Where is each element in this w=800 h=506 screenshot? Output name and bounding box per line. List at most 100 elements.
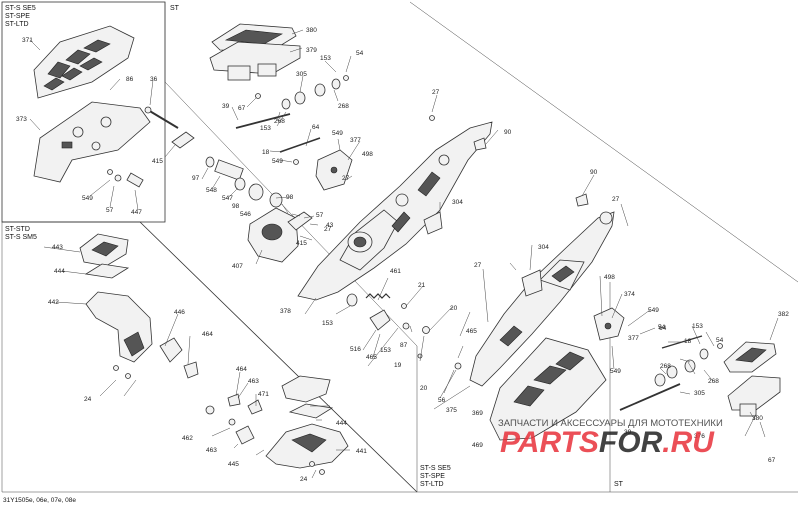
callout-549e: 549 — [610, 368, 621, 375]
callout-498: 498 — [362, 151, 373, 158]
callout-464: 464 — [202, 331, 213, 338]
callout-374: 374 — [624, 291, 635, 298]
callout-57b: 57 — [316, 212, 324, 219]
section-label-top-center: ST — [170, 5, 180, 12]
callout-27b: 27 — [342, 175, 350, 182]
callout-39: 39 — [222, 103, 230, 110]
callout-444b: 444 — [336, 420, 347, 427]
section-label-top-left-3: ST-LTD — [5, 21, 29, 28]
footpeg-442 — [85, 291, 153, 363]
footpeg-rubber-443 — [79, 233, 129, 267]
callout-19: 19 — [394, 362, 402, 369]
pin-parts-462-463 — [205, 393, 263, 445]
watermark-brand-ru: .RU — [662, 426, 715, 459]
callout-471: 471 — [258, 391, 269, 398]
passenger-peg-parts — [619, 335, 723, 411]
brake-spring-461 — [346, 293, 391, 331]
callout-20: 20 — [450, 305, 458, 312]
callout-98b: 98 — [232, 203, 240, 210]
rider-footrest-frame-378 — [297, 121, 493, 301]
callout-378: 378 — [280, 308, 291, 315]
callout-67b: 67 — [768, 457, 776, 464]
callout-153d: 153 — [380, 347, 391, 354]
callout-415b: 415 — [296, 240, 307, 247]
callout-469: 469 — [472, 442, 483, 449]
screws-24b — [309, 461, 325, 475]
callout-463b: 463 — [206, 447, 217, 454]
callout-516: 516 — [350, 346, 361, 353]
section-box-bottom-center — [2, 221, 418, 493]
callout-18: 18 — [262, 149, 270, 156]
callout-407: 407 — [232, 263, 243, 270]
callout-24: 24 — [84, 396, 92, 403]
callout-86: 86 — [126, 76, 134, 83]
section-label-mid-left-1: ST-STD — [5, 226, 30, 233]
callout-27c: 27 — [324, 226, 332, 233]
callout-305: 305 — [296, 71, 307, 78]
callout-441: 441 — [356, 448, 367, 455]
passenger-frame-369 — [469, 211, 615, 387]
callout-447: 447 — [131, 209, 142, 216]
footrest-375 — [489, 337, 607, 441]
section-label-bottom-center-1: ST-S SE5 — [420, 465, 451, 472]
footpeg-plate-444b — [288, 403, 334, 419]
callout-304b: 304 — [538, 244, 549, 251]
callout-377: 377 — [350, 137, 361, 144]
callout-465b: 465 — [466, 328, 477, 335]
screw-464a — [183, 361, 199, 379]
footpeg-plate-444a — [84, 263, 130, 279]
callout-461: 461 — [390, 268, 401, 275]
callout-446: 446 — [174, 309, 185, 316]
callout-375: 375 — [446, 407, 457, 414]
callout-153c: 153 — [322, 320, 333, 327]
callout-462: 462 — [182, 435, 193, 442]
callout-39b: 39 — [624, 429, 632, 436]
small-fasteners-center — [401, 115, 462, 370]
callout-90: 90 — [504, 129, 512, 136]
callout-371: 371 — [22, 37, 33, 44]
section-divider-right — [409, 1, 799, 283]
callout-27e: 27 — [474, 262, 482, 269]
callout-268c: 268 — [660, 363, 671, 370]
callout-54: 54 — [356, 50, 364, 57]
callout-27d: 27 — [612, 196, 620, 203]
callout-21: 21 — [418, 282, 426, 289]
callout-382: 382 — [778, 311, 789, 318]
callout-153e: 153 — [692, 323, 703, 330]
section-label-bottom-right: ST — [614, 481, 624, 488]
callout-43: 43 — [326, 222, 334, 229]
bolt-36 — [144, 106, 179, 129]
callout-54b: 54 — [658, 324, 666, 331]
bracket-415b — [287, 211, 313, 231]
callout-498b: 498 — [604, 274, 615, 281]
footrest-cover-371 — [33, 25, 135, 99]
callout-442: 442 — [48, 299, 59, 306]
callout-444: 444 — [54, 268, 65, 275]
callout-98: 98 — [286, 194, 294, 201]
clip-90a — [473, 137, 487, 151]
footrest-bracket-373 — [33, 101, 151, 183]
spring-bolt-18a — [279, 137, 321, 165]
spacer-447 — [107, 169, 144, 188]
callout-549d: 549 — [648, 307, 659, 314]
spacers-546-548 — [205, 156, 283, 208]
callout-546: 546 — [240, 211, 251, 218]
heel-guard-407 — [247, 207, 299, 263]
callout-465: 465 — [366, 354, 377, 361]
watermark-tagline: ЗАПЧАСТИ И АКСЕССУАРЫ ДЛЯ МОТОТЕХНИКИ — [498, 418, 723, 429]
callout-labels: 371 86 36 373 415 549 57 447 380 379 153… — [16, 27, 789, 483]
callout-64b: 64 — [659, 325, 667, 332]
passenger-peg-380b — [727, 375, 781, 417]
screws-24a — [113, 365, 131, 379]
callout-36: 36 — [150, 76, 158, 83]
callout-376: 376 — [694, 433, 705, 440]
section-label-mid-left-2: ST-S SM5 — [5, 234, 37, 241]
watermark-brand-for: FOR — [599, 426, 663, 459]
section-label-top-left-1: ST-S SE5 — [5, 5, 36, 12]
callout-24b: 24 — [300, 476, 308, 483]
callout-547: 547 — [222, 195, 233, 202]
callout-268: 268 — [338, 103, 349, 110]
bracket-446 — [159, 337, 183, 363]
callout-27: 27 — [432, 89, 440, 96]
callout-268b: 268 — [274, 118, 285, 125]
